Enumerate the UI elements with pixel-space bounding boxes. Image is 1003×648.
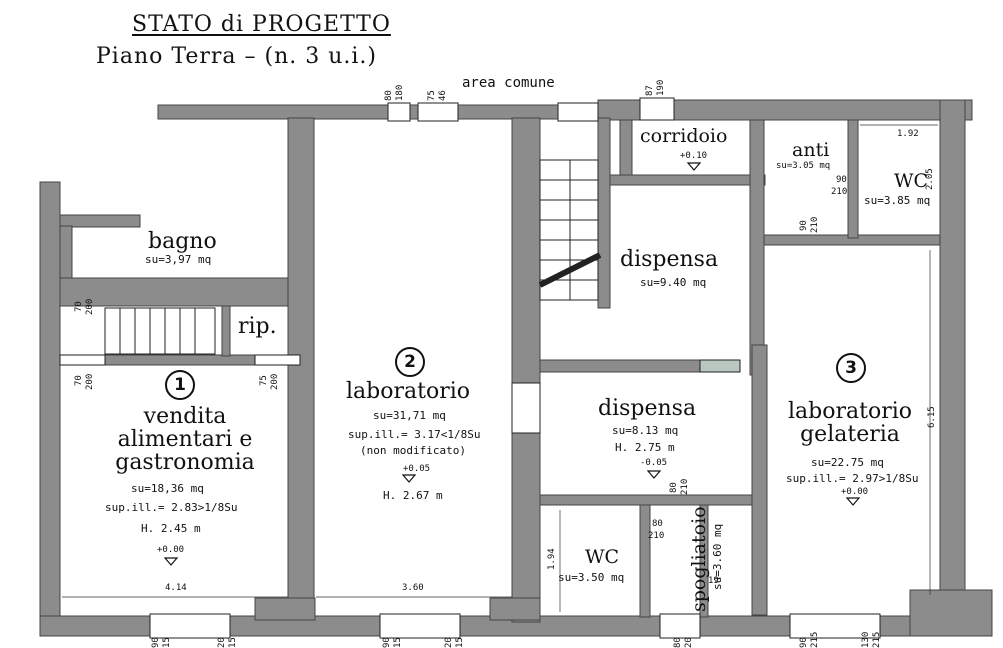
wc-bottom-su: su=3.50 mq xyxy=(558,571,625,584)
unit-2-number: 2 xyxy=(395,347,425,377)
dimension-360: 3.60 xyxy=(402,583,424,593)
opening-b1-15: 15 xyxy=(162,637,172,648)
unit-2-su: su=31,71 mq xyxy=(373,409,446,422)
dimension-192: 1.92 xyxy=(897,129,919,139)
drawing-title: STATO di PROGETTO xyxy=(132,12,391,37)
dispensa-mid-su: su=8.13 mq xyxy=(612,424,679,437)
unit-2-height: H. 2.67 m xyxy=(383,489,443,502)
dispensa-mid-level: -0.05 xyxy=(640,458,668,468)
dimension-205: 2.05 xyxy=(925,168,935,190)
walls xyxy=(39,99,993,637)
unit-1-name: vendita alimentari e gastronomia xyxy=(115,404,255,476)
unit-3-name: laboratorio gelateria xyxy=(788,399,912,448)
opening-anti-90: 90 xyxy=(836,175,847,185)
opening-w1-70: 70 xyxy=(74,301,84,312)
opening-top-87: 87 xyxy=(645,85,655,96)
common-stair xyxy=(538,159,602,301)
opening-b5-20: 20 xyxy=(684,637,694,648)
level-marks xyxy=(163,162,861,566)
opening-b4-15: 15 xyxy=(455,637,465,648)
opening-b7-215: 215 xyxy=(872,631,882,648)
unit-2-level: +0.05 xyxy=(403,464,431,474)
dispensa-top-su: su=9.40 mq xyxy=(640,276,707,289)
unit-1-level: +0.00 xyxy=(157,545,185,555)
opening-b1-90: 90 xyxy=(151,637,161,648)
unit-1-number: 1 xyxy=(165,370,195,400)
anti-name: anti xyxy=(792,139,830,161)
drawing-subtitle: Piano Terra – (n. 3 u.i.) xyxy=(96,44,377,69)
opening-b4-20: 20 xyxy=(444,637,454,648)
wc-top-su: su=3.85 mq xyxy=(864,194,931,207)
opening-sp2-210: 210 xyxy=(648,531,665,541)
opening-w2-70: 70 xyxy=(74,375,84,386)
opening-top-180: 180 xyxy=(395,84,405,101)
unit-3-number: 3 xyxy=(836,353,866,383)
wc-top-name: WC xyxy=(894,170,929,192)
dimension-194: 1.94 xyxy=(547,548,557,570)
unit-1-sup-ill: sup.ill.= 2.83>1/8Su xyxy=(105,501,238,514)
opening-b6-90: 90 xyxy=(799,637,809,648)
dispensa-mid-height: H. 2.75 m xyxy=(615,441,675,454)
bagno-name: bagno xyxy=(148,229,217,254)
bagno-su: su=3,97 mq xyxy=(145,253,212,266)
unit-3-sup-ill: sup.ill.= 2.97>1/8Su xyxy=(786,472,919,485)
opening-b3-15: 15 xyxy=(393,637,403,648)
corridoio-level: +0.10 xyxy=(680,151,708,161)
opening-b2-15: 15 xyxy=(228,637,238,648)
opening-b6-215: 215 xyxy=(810,631,820,648)
opening-sp2-80: 80 xyxy=(652,519,663,529)
unit-3-su: su=22.75 mq xyxy=(811,456,884,469)
unit-1-su: su=18,36 mq xyxy=(131,482,204,495)
opening-b2-20: 20 xyxy=(217,637,227,648)
unit-3-level: +0.00 xyxy=(841,487,869,497)
spogliatoio-name: spogliatoio xyxy=(688,506,710,612)
opening-b7-130: 130 xyxy=(861,631,871,648)
opening-b3-90: 90 xyxy=(382,637,392,648)
rip-name: rip. xyxy=(238,314,277,339)
unit-2-note: (non modificato) xyxy=(360,444,466,457)
dimension-615: 6.15 xyxy=(927,406,937,428)
opening-w2-200: 200 xyxy=(85,373,95,390)
opening-top-190: 190 xyxy=(656,79,666,96)
dimension-19: 19 xyxy=(708,576,719,586)
wc-bottom-name: WC xyxy=(585,546,620,568)
opening-disp-90: 90 xyxy=(799,220,809,231)
opening-disp-210: 210 xyxy=(810,216,820,233)
unit-2-name: laboratorio xyxy=(346,379,470,404)
dimension-lines xyxy=(62,124,938,612)
dispensa-top-name: dispensa xyxy=(620,247,719,272)
opening-w3-75: 75 xyxy=(259,375,269,386)
stair-unit1 xyxy=(104,307,216,355)
corridoio-name: corridoio xyxy=(640,125,728,147)
dimension-414: 4.14 xyxy=(165,583,187,593)
unit-1-height: H. 2.45 m xyxy=(141,522,201,535)
opening-top-46: 46 xyxy=(438,90,448,101)
openings xyxy=(59,97,881,639)
area-comune-label: area comune xyxy=(462,75,555,91)
opening-anti-210: 210 xyxy=(831,187,848,197)
unit-2-sup-ill: sup.ill.= 3.17<1/8Su xyxy=(348,428,481,441)
anti-su: su=3.05 mq xyxy=(776,161,831,171)
opening-top-80: 80 xyxy=(384,90,394,101)
dispensa-mid-name: dispensa xyxy=(598,396,697,421)
opening-sp-210: 210 xyxy=(680,478,690,495)
opening-top-75: 75 xyxy=(427,90,437,101)
opening-sp-80: 80 xyxy=(669,482,679,493)
opening-w1-200: 200 xyxy=(85,298,95,315)
opening-w3-200: 200 xyxy=(270,373,280,390)
opening-b5-80: 80 xyxy=(673,637,683,648)
